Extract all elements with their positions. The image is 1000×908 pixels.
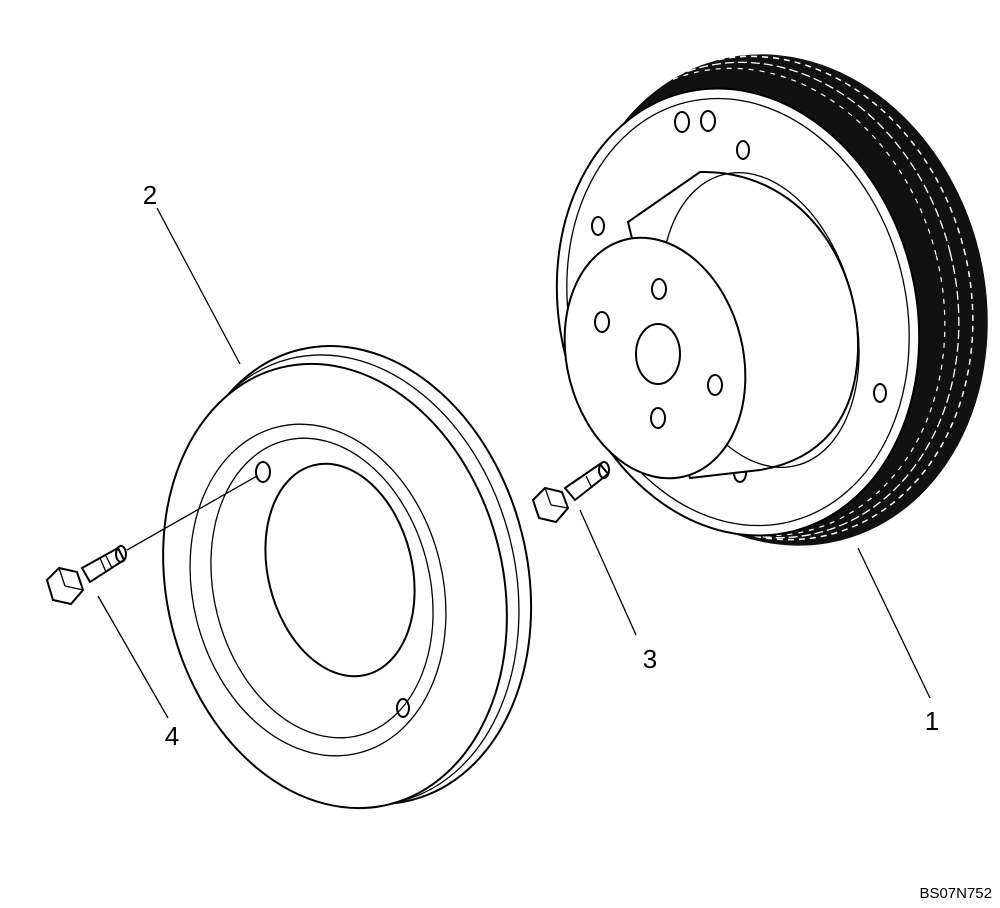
alignment-line xyxy=(126,475,258,551)
leader-lines xyxy=(97,207,931,719)
drawing-code: BS07N752 xyxy=(919,885,992,902)
pulley-hole-upper xyxy=(255,461,271,483)
callout-1: 1 xyxy=(925,706,939,736)
damper-hub xyxy=(563,170,860,480)
leader-line-2 xyxy=(156,207,241,365)
callout-2: 2 xyxy=(143,180,157,210)
rim-bolt-holes xyxy=(591,110,887,483)
leader-line-1 xyxy=(857,547,931,699)
pulley-part-2 xyxy=(162,345,533,810)
callout-3: 3 xyxy=(643,644,657,674)
leader-line-3 xyxy=(579,509,637,636)
bolt-part-3 xyxy=(531,461,610,524)
bolt-part-4 xyxy=(45,475,258,606)
damper-pulley-part-1 xyxy=(554,54,988,546)
pulley-hole-lower xyxy=(396,698,410,718)
callout-4: 4 xyxy=(165,721,179,751)
leader-line-4 xyxy=(97,595,169,719)
